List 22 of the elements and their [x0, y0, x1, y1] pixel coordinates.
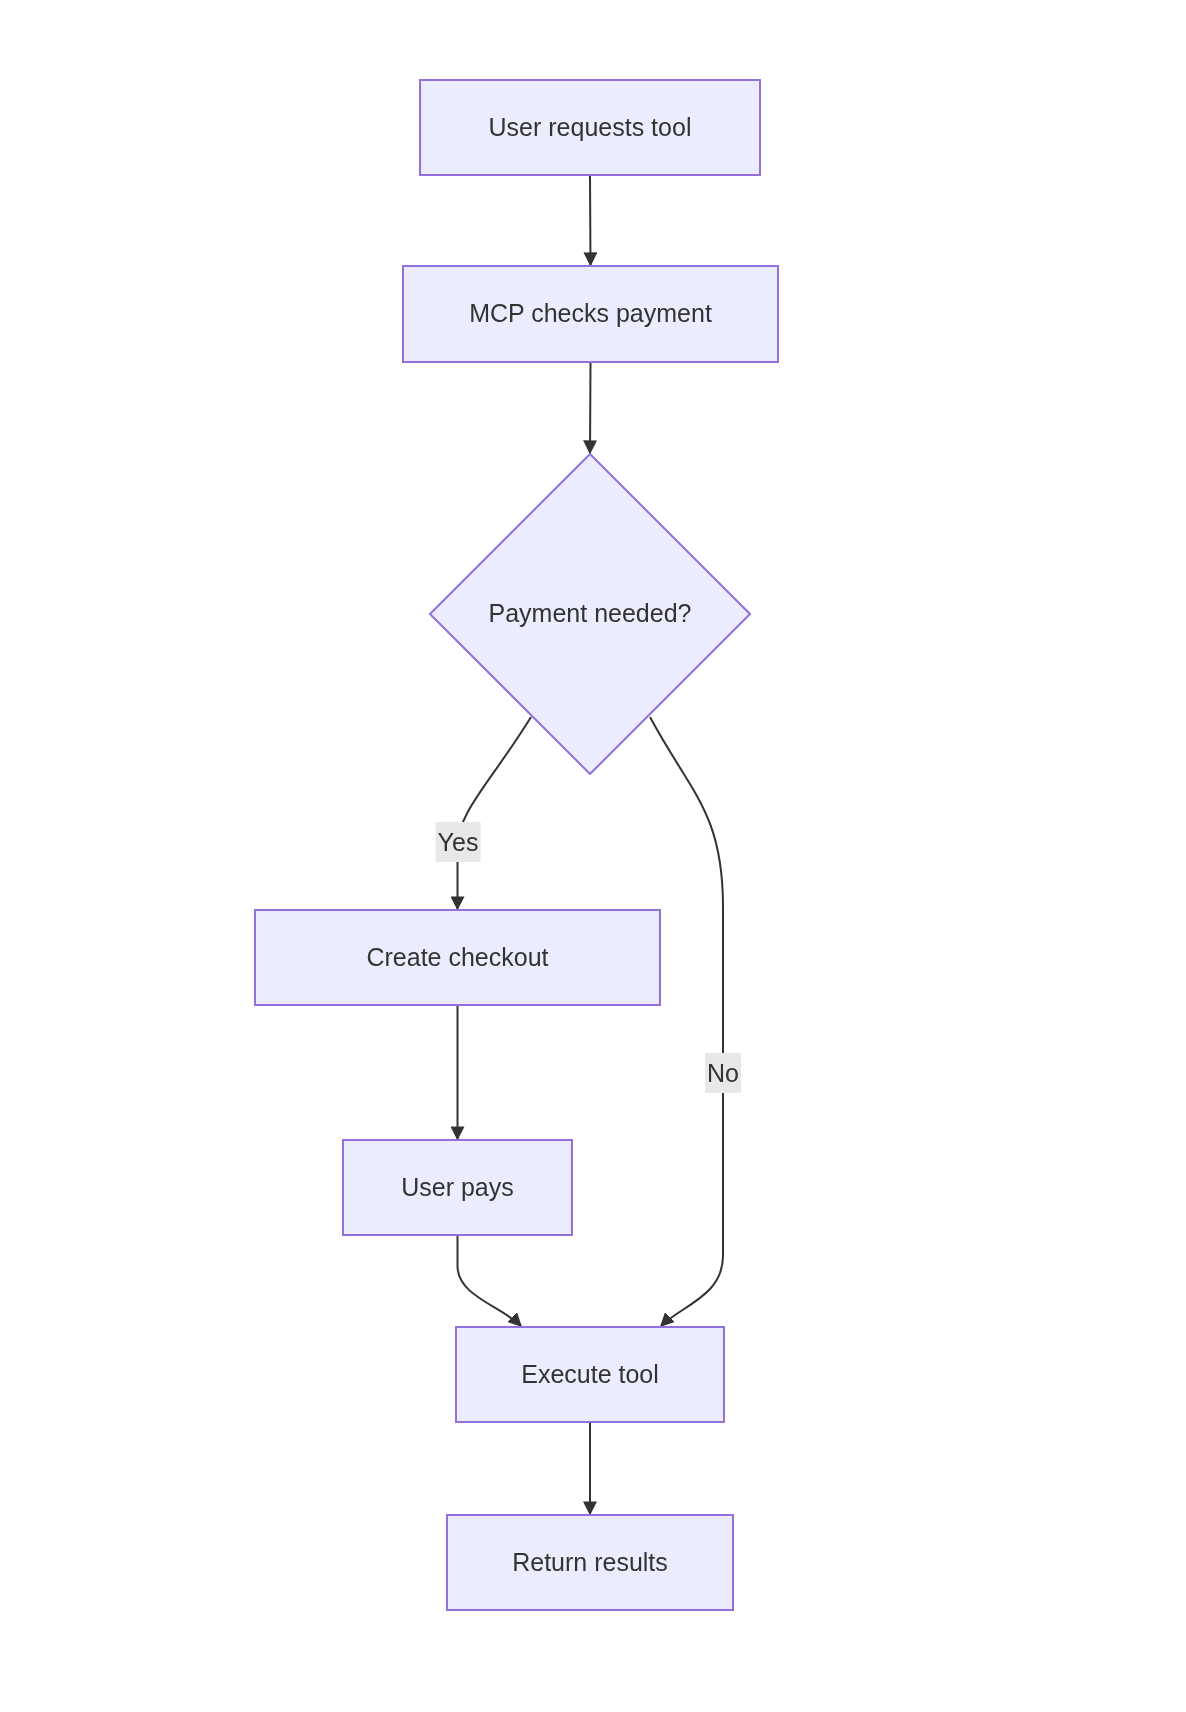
node-label: Return results — [512, 1546, 668, 1578]
node-label: User pays — [401, 1171, 514, 1203]
arrow — [456, 1235, 523, 1327]
process-box — [419, 79, 761, 176]
node-label: User requests tool — [488, 111, 692, 143]
process-box — [342, 1139, 573, 1236]
node-label: Payment needed? — [488, 598, 692, 630]
arrow — [649, 716, 724, 1327]
process-box — [254, 909, 661, 1006]
edge-label: Yes — [435, 822, 481, 862]
arrow — [583, 362, 598, 455]
process-box — [402, 265, 779, 363]
decision-diamond — [429, 453, 751, 775]
process-box — [455, 1326, 725, 1423]
node-label: MCP checks payment — [469, 298, 712, 330]
node-label: Create checkout — [366, 941, 549, 973]
process-box — [446, 1514, 734, 1611]
arrow — [583, 1422, 597, 1516]
arrow — [450, 1005, 465, 1141]
edge-label: No — [705, 1053, 741, 1093]
arrow — [583, 175, 598, 267]
node-label: Execute tool — [521, 1358, 659, 1390]
